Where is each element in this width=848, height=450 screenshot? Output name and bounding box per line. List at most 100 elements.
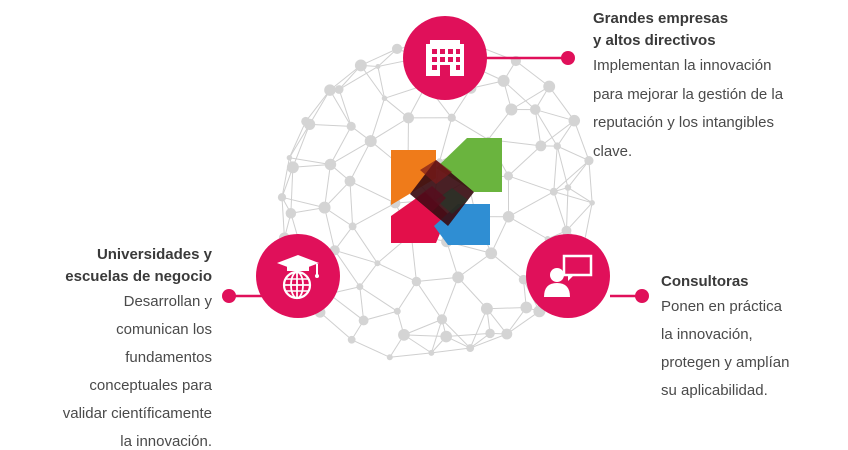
network-edge (508, 216, 548, 240)
network-edge (338, 89, 352, 127)
network-edge (334, 249, 378, 264)
network-edge (288, 121, 307, 158)
network-edge (305, 89, 331, 122)
network-edge (309, 89, 331, 125)
network-edge (506, 310, 540, 335)
network-node (568, 114, 581, 127)
network-edge (441, 319, 471, 349)
network-edge (329, 65, 362, 91)
network-edge (338, 66, 379, 90)
network-node (485, 247, 498, 260)
body-right-line3: protegen y amplían (661, 354, 790, 371)
network-node (485, 328, 495, 339)
text-block-left: Universidades y escuelas de negocio Desa… (8, 244, 212, 450)
network-edge (352, 202, 396, 227)
network-edge (446, 241, 459, 278)
network-node (447, 113, 456, 122)
network-node (428, 349, 435, 356)
network-edge (290, 167, 294, 214)
body-left-line2: comunican los (116, 321, 212, 338)
network-edge (359, 286, 398, 312)
network-edge (486, 307, 527, 310)
text-block-right: Consultoras Ponen en práctica la innovac… (661, 271, 841, 405)
network-edge (534, 109, 558, 147)
network-edge (553, 146, 558, 192)
network-node (286, 154, 293, 161)
network-edge (416, 276, 459, 283)
network-edge (573, 120, 590, 161)
title-left-line1: Universidades y (96, 246, 212, 263)
network-edge (490, 252, 524, 281)
network-edge (292, 124, 311, 168)
network-node (346, 121, 356, 131)
network-edge (352, 226, 378, 264)
network-node (301, 116, 311, 126)
body-top-line2: para mejorar la gestión de la (593, 85, 784, 103)
network-node (529, 104, 541, 115)
network-edge (359, 286, 365, 321)
network-edge (566, 202, 593, 232)
network-edge (446, 332, 491, 338)
network-node (480, 302, 493, 315)
network-node (589, 200, 595, 206)
presenter-screen-icon (542, 253, 594, 299)
network-edge (359, 262, 378, 288)
network-edge (288, 124, 311, 158)
body-left-line6: la innovación. (120, 433, 212, 450)
network-node (358, 315, 369, 326)
network-edge (309, 123, 352, 127)
network-edge (588, 160, 593, 203)
network-edge (324, 180, 351, 208)
network-node (398, 328, 410, 341)
network-node (374, 260, 381, 267)
network-edge (319, 311, 353, 341)
office-building-icon (423, 38, 467, 78)
network-node (393, 307, 401, 315)
network-edge (349, 140, 372, 182)
network-node (354, 59, 367, 72)
badge-left (256, 234, 340, 318)
network-edge (389, 352, 432, 358)
badge-top (403, 16, 487, 100)
network-edge (330, 140, 371, 165)
body-right-line1: Ponen en práctica (661, 298, 782, 315)
body-left-line1: Desarrollan y (123, 293, 212, 310)
network-edge (377, 66, 385, 99)
network-edge (360, 65, 385, 99)
network-edge (503, 80, 536, 110)
network-node (535, 140, 547, 152)
network-edge (553, 191, 593, 204)
network-edge (281, 196, 325, 209)
network-node (584, 156, 594, 166)
network-node (564, 184, 572, 191)
network-node (436, 314, 448, 325)
network-edge (281, 197, 285, 239)
network-node (518, 274, 529, 285)
network-edge (324, 207, 336, 251)
network-edge (567, 160, 590, 188)
network-node (285, 208, 297, 219)
network-edge (508, 191, 555, 218)
network-node (324, 84, 336, 96)
network-node (549, 187, 558, 196)
network-edge (511, 86, 550, 110)
network-edge (556, 145, 569, 188)
network-edge (439, 117, 453, 162)
network-edge (508, 145, 542, 177)
network-edge (324, 164, 331, 208)
logo-green-shape (436, 138, 502, 192)
network-edge (567, 187, 593, 204)
network-node (347, 335, 356, 344)
network-edge (565, 187, 569, 231)
network-edge (431, 347, 471, 354)
body-right-line4: su aplicabilidad. (661, 382, 768, 399)
network-node (334, 85, 344, 94)
title-left-line2: escuelas de negocio (65, 268, 212, 285)
network-node (440, 330, 453, 343)
network-edge (370, 117, 409, 142)
network-node (411, 276, 422, 287)
network-edge (363, 310, 398, 321)
network-edge (557, 145, 590, 162)
network-edge (469, 308, 488, 349)
